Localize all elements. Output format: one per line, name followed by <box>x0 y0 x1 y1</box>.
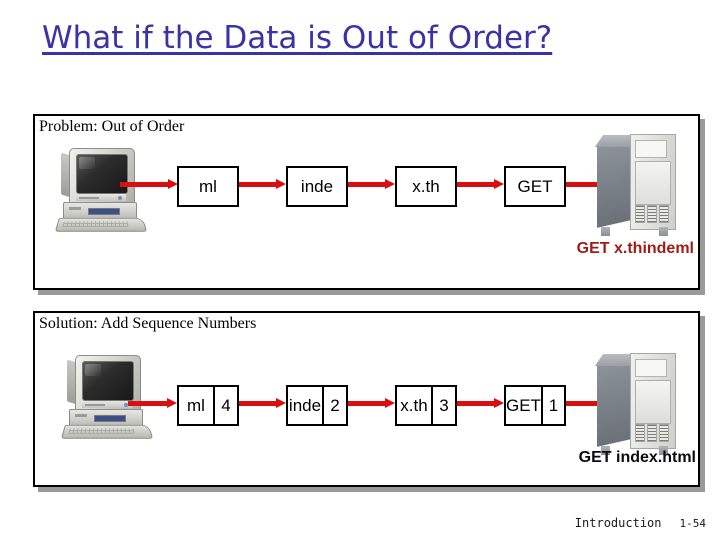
packet-sequence-number: 4 <box>213 387 237 424</box>
arrow-packet-1-to-2 <box>235 179 286 189</box>
keyboard-icon <box>60 424 154 439</box>
keyboard-icon <box>54 217 148 232</box>
packet-label: inde <box>288 395 322 415</box>
footer-page-number: 1-54 <box>679 517 707 530</box>
arrow-source-to-packet-1 <box>128 398 177 408</box>
packet-box[interactable]: ml <box>177 166 239 207</box>
packet-label: ml <box>199 176 217 196</box>
packet-box[interactable]: GET <box>504 166 566 207</box>
desktop-computer-icon <box>53 148 149 232</box>
arrow-packet-3-to-4 <box>453 179 504 189</box>
packet-label: GET <box>517 176 553 196</box>
monitor-screen <box>82 361 134 401</box>
server-foot-left <box>601 446 610 455</box>
arrow-packet-2-to-3 <box>344 179 395 189</box>
monitor-bezel <box>82 401 132 408</box>
arrow-packet-2-to-3 <box>344 398 395 408</box>
panel-problem-heading: Problem: Out of Order <box>39 118 185 135</box>
monitor-bezel <box>76 194 126 201</box>
server-tower-icon <box>594 132 681 236</box>
packet-box[interactable]: inde 2 <box>286 385 348 426</box>
footer-chapter-label: Introduction <box>574 516 662 530</box>
page-title: What if the Data is Out of Order? <box>42 20 553 56</box>
monitor-body <box>75 355 141 411</box>
packet-sequence-number: 1 <box>540 387 564 424</box>
packet-label: x.th <box>412 176 440 196</box>
server-drive-bay <box>635 161 671 205</box>
packet-box[interactable]: ml 4 <box>177 385 239 426</box>
packet-sequence-number: 3 <box>431 387 455 424</box>
packet-sequence-number: 2 <box>322 387 346 424</box>
panel-problem-caption: GET x.thindeml <box>576 240 694 257</box>
server-front-panel <box>630 353 676 449</box>
panel-solution-heading: Solution: Add Sequence Numbers <box>39 315 257 332</box>
server-side-panel <box>597 136 631 228</box>
monitor-body <box>69 148 135 204</box>
packet-label: GET <box>506 395 541 415</box>
monitor-screen <box>76 154 128 194</box>
server-foot-left <box>601 227 610 236</box>
packet-box[interactable]: inde <box>286 166 348 207</box>
panel-solution: Solution: Add Sequence Numbers <box>33 311 700 487</box>
arrow-source-to-packet-1 <box>120 179 178 189</box>
server-side-panel <box>597 355 631 447</box>
packet-box[interactable]: x.th <box>395 166 457 207</box>
desktop-computer-icon <box>59 355 155 439</box>
packet-label: x.th <box>400 395 428 415</box>
server-vents <box>635 424 669 442</box>
slide-footer: Introduction 1-54 <box>575 516 706 530</box>
packet-box[interactable]: GET 1 <box>504 385 566 426</box>
server-tower-icon <box>594 351 681 455</box>
packet-label: ml <box>187 395 205 415</box>
panel-problem: Problem: Out of Order m <box>33 114 700 290</box>
server-vents <box>635 205 669 223</box>
server-front-panel <box>630 134 676 230</box>
packet-box[interactable]: x.th 3 <box>395 385 457 426</box>
arrow-packet-1-to-2 <box>235 398 286 408</box>
server-foot-right <box>659 227 668 236</box>
server-drive-bay <box>635 380 671 424</box>
arrow-packet-3-to-4 <box>453 398 504 408</box>
packet-label: inde <box>300 176 334 196</box>
panel-solution-caption: GET index.html <box>578 449 696 466</box>
server-foot-right <box>659 446 668 455</box>
